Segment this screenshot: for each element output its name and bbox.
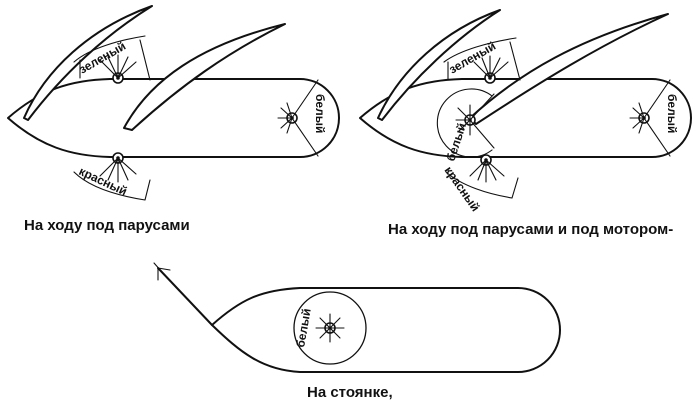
foresail [23, 5, 153, 121]
hull-outline [359, 78, 692, 158]
boat-under-sail-and-motor: зеленый белый красный белый На ходу под … [359, 9, 692, 238]
white-light-label: белый [313, 94, 327, 133]
white-stern-light [277, 79, 319, 157]
white-anchor-label: белый [293, 307, 314, 348]
hull-outline [211, 287, 561, 373]
white-anchor-light [293, 291, 367, 365]
green-side-light [443, 37, 521, 84]
mainsail [123, 23, 286, 131]
white-light-label: белый [665, 94, 679, 133]
mainsail [469, 13, 669, 125]
boat-at-anchor: белый На стоянке, [153, 262, 561, 401]
caption-at-anchor: На стоянке, [307, 384, 393, 401]
caption-under-sail-and-motor: На ходу под парусами и под мотором- [388, 221, 673, 238]
caption-under-sail: На ходу под парусами [24, 217, 190, 234]
foresail [377, 9, 501, 121]
green-side-light [73, 35, 151, 84]
red-side-light [73, 152, 151, 201]
white-masthead-light [436, 88, 495, 158]
red-side-light [445, 154, 519, 199]
red-light-label: красный [77, 164, 130, 198]
hull-outline [7, 78, 340, 158]
boat-under-sail: зеленый красный белый На ходу под паруса… [7, 5, 340, 234]
white-stern-light [629, 79, 671, 157]
anchor-arrow [153, 262, 171, 281]
anchor-line [157, 267, 213, 326]
